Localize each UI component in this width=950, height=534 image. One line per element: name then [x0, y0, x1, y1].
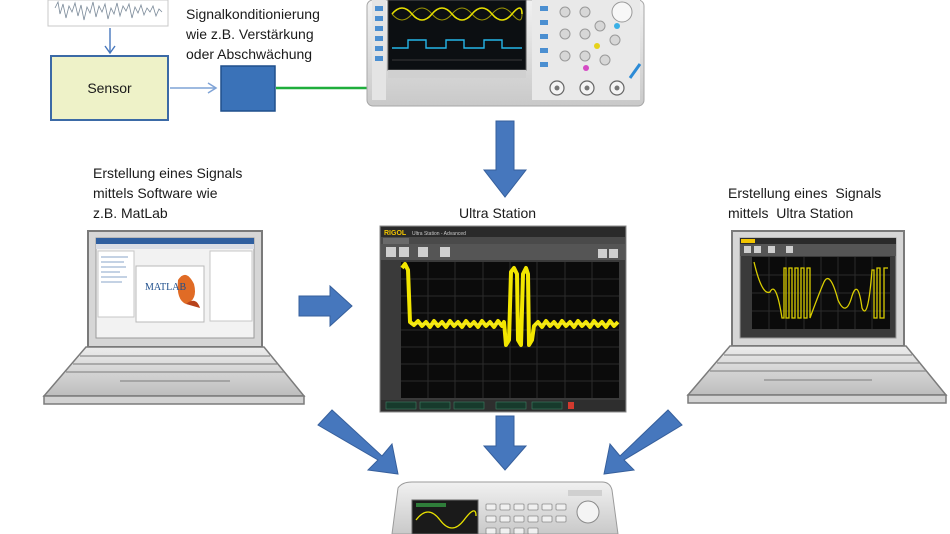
matlab-logo-text: MATLAB: [145, 282, 186, 293]
left-laptop-to-generator-arrow: [317, 409, 399, 475]
software-caption-line-1: Erstellung eines Signals: [93, 165, 243, 181]
ultra-station-right-caption: Erstellung eines Signals mittels Ultra S…: [728, 183, 881, 223]
signal-conditioning-line-2: wie z.B. Verstärkung: [186, 26, 314, 42]
signal-conditioning-line-3: oder Abschwächung: [186, 46, 313, 62]
ultra-station-to-generator-arrow: [482, 415, 528, 471]
right-laptop-to-generator-arrow: [603, 409, 683, 475]
ultra-station-right-caption-line-1: Erstellung eines Signals: [728, 185, 882, 201]
software-caption-line-3: z.B. MatLab: [93, 205, 168, 221]
sensor-block: [50, 55, 169, 121]
laptop-to-ultra-station-arrow: [298, 284, 353, 328]
function-generator: [391, 481, 619, 534]
signal-conditioning-caption: Signalkonditionierung wie z.B. Verstärku…: [186, 4, 320, 64]
ultra-station-window-title: Ultra Station - Advanced: [412, 231, 466, 237]
rigol-brand: RIGOL: [384, 230, 407, 237]
signal-conditioning-line-1: Signalkonditionierung: [186, 6, 320, 22]
ultra-station-window: RIGOL Ultra Station - Advanced: [379, 225, 627, 413]
sensor-label: Sensor: [87, 80, 132, 96]
signal-conditioning-block: [220, 65, 276, 112]
software-caption: Erstellung eines Signals mittels Softwar…: [93, 163, 242, 223]
scope-to-ultra-station-arrow: [482, 120, 528, 198]
laptop-ultra-station: [686, 230, 948, 404]
software-caption-line-2: mittels Software wie: [93, 185, 218, 201]
laptop-matlab: MATLAB: [42, 230, 306, 405]
ultra-station-right-caption-line-2: mittels Ultra Station: [728, 205, 854, 221]
oscilloscope: [366, 0, 645, 107]
ultra-station-caption: Ultra Station: [459, 205, 537, 221]
raw-signal-plot: [47, 0, 169, 27]
